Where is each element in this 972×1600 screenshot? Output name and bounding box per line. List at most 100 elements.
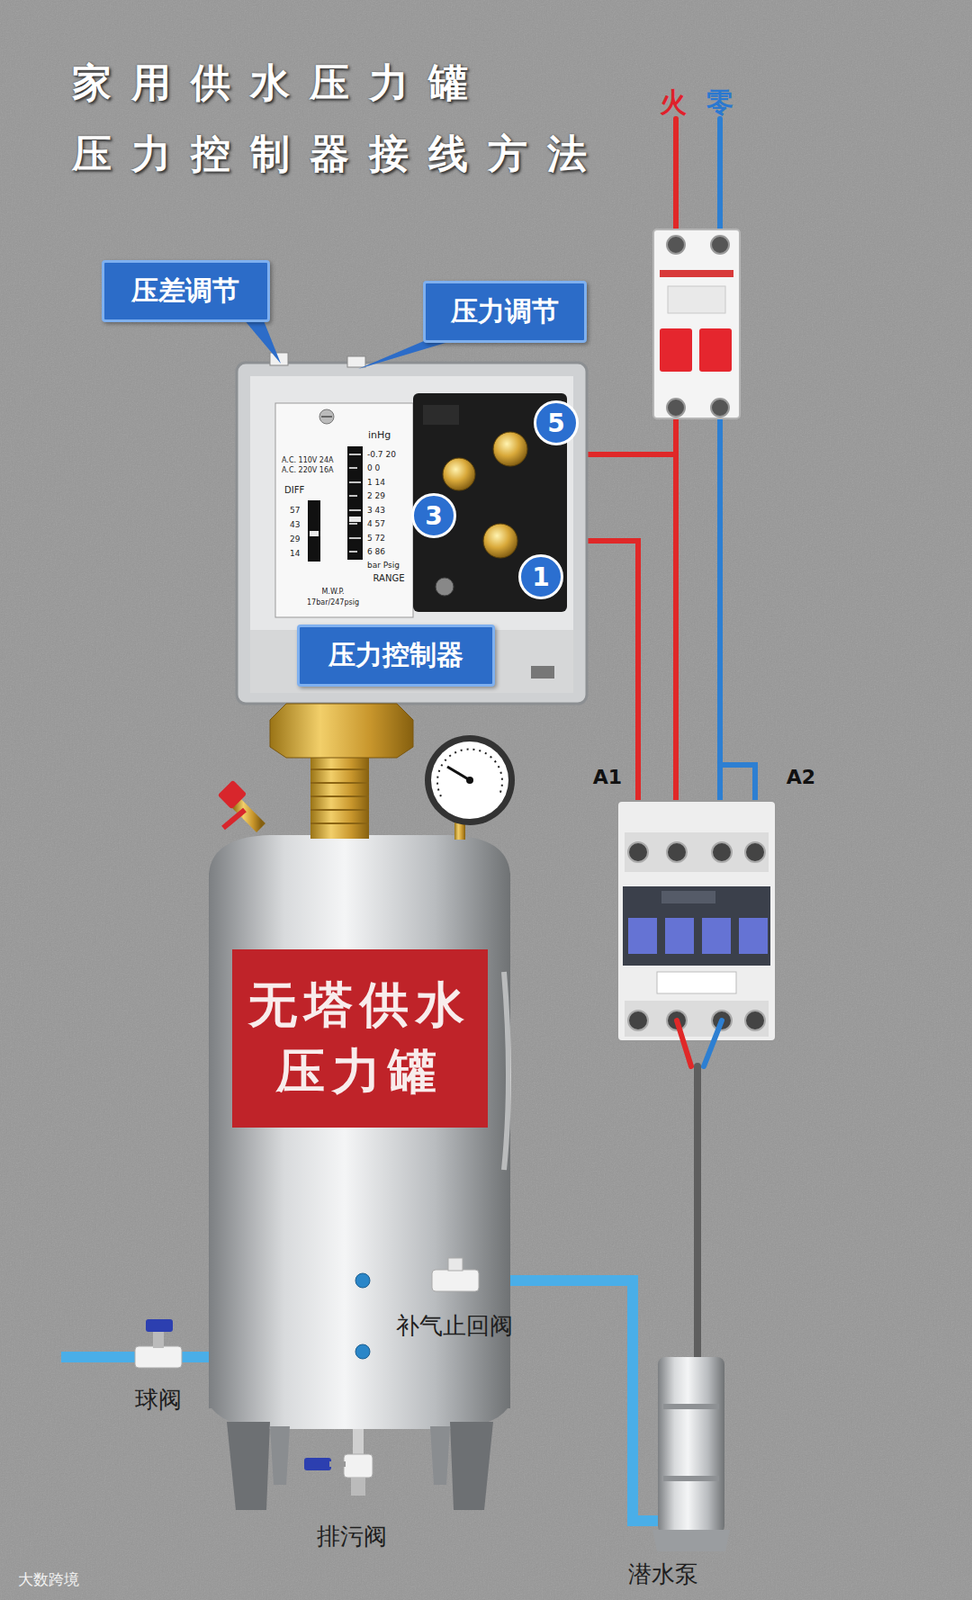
circuit-breaker-part bbox=[653, 229, 740, 419]
pressure-switch-part-part bbox=[349, 454, 361, 552]
valves-part bbox=[135, 1346, 182, 1368]
label: 57 bbox=[289, 505, 300, 515]
tank-fittings-part bbox=[223, 810, 245, 828]
tank-fittings-part bbox=[466, 776, 474, 784]
node-text: 3 bbox=[424, 501, 442, 531]
pressure-tank-part bbox=[430, 1426, 450, 1485]
pressure-switch-part bbox=[435, 577, 454, 596]
contactor-part bbox=[617, 801, 776, 1042]
node-text: 压力调节 bbox=[450, 293, 559, 331]
label: bar Psig bbox=[367, 560, 400, 570]
pressure-switch-part bbox=[493, 432, 528, 467]
label: 球阀 bbox=[135, 1386, 182, 1414]
tank-fittings-part bbox=[310, 769, 369, 824]
pressure-switch-part bbox=[349, 454, 361, 552]
tank-fittings-part bbox=[270, 703, 414, 758]
label: 大数跨境 bbox=[18, 1571, 80, 1590]
tank-fittings-part bbox=[310, 756, 369, 839]
callout-box: 压力控制器 bbox=[297, 624, 495, 687]
pump-cable-part bbox=[676, 1020, 692, 1067]
label: 2 29 bbox=[367, 491, 386, 501]
node-text: 5 bbox=[547, 408, 565, 439]
submersible-pump-part bbox=[652, 1530, 730, 1552]
valves-part bbox=[448, 1258, 463, 1271]
contactor-part bbox=[666, 842, 687, 863]
mains-wires-part bbox=[717, 118, 723, 245]
circuit-breaker-part bbox=[666, 398, 685, 417]
label: 4 57 bbox=[367, 519, 386, 529]
mains-wires-part bbox=[717, 407, 723, 853]
valves-part bbox=[304, 1458, 332, 1471]
pump-cable-part bbox=[703, 1020, 722, 1067]
contactor-part bbox=[661, 891, 716, 904]
node-text: 压力控制器 bbox=[328, 637, 464, 675]
callout-number: 1 bbox=[518, 554, 564, 600]
contactor bbox=[617, 801, 776, 1042]
label: 补气止回阀 bbox=[396, 1313, 513, 1341]
label: 5 72 bbox=[367, 533, 386, 543]
pressure-tank-part bbox=[226, 1422, 270, 1511]
contactor-part bbox=[745, 1010, 765, 1031]
circuit-breaker-part bbox=[699, 328, 732, 372]
pressure-switch-part bbox=[309, 531, 319, 537]
mains-wires-part bbox=[673, 407, 679, 853]
node-text: 压差调节 bbox=[131, 272, 240, 310]
contactor-part bbox=[745, 842, 765, 863]
label: M.W.P. bbox=[321, 587, 344, 596]
pressure-tank-part bbox=[270, 1426, 290, 1485]
label: A1 bbox=[593, 765, 622, 789]
pressure-switch bbox=[236, 352, 587, 704]
pressure-tank-part bbox=[208, 835, 511, 878]
label: 29 bbox=[289, 534, 300, 544]
circuit-breaker-part bbox=[667, 286, 726, 314]
label: DIFF bbox=[284, 485, 305, 496]
title: 家用供水压力罐 压力控制器接线方法 bbox=[72, 46, 666, 189]
callout-pointers-part bbox=[358, 338, 455, 369]
pressure-tank bbox=[208, 835, 511, 1511]
submersible-pump-part bbox=[663, 1476, 720, 1482]
tank-fittings bbox=[217, 703, 515, 840]
pressure-switch-part bbox=[483, 523, 518, 558]
valves-part bbox=[329, 1461, 346, 1467]
label: 14 bbox=[289, 549, 300, 558]
contactor-part bbox=[628, 842, 648, 863]
valves-part bbox=[432, 1269, 479, 1292]
circuit-breaker-part bbox=[711, 235, 729, 254]
pressure-tank-part bbox=[355, 1344, 370, 1359]
circuit-breaker bbox=[653, 229, 740, 419]
contactor-part bbox=[738, 918, 768, 954]
valves-part bbox=[145, 1319, 173, 1332]
submersible-pump-part bbox=[663, 1404, 720, 1410]
label: 排污阀 bbox=[316, 1523, 387, 1551]
contactor-part bbox=[628, 918, 657, 954]
circuit-breaker-part bbox=[659, 270, 734, 278]
pressure-switch-part bbox=[347, 356, 366, 368]
label: 17bar/247psig bbox=[306, 598, 360, 607]
tank-fittings-part bbox=[447, 766, 470, 781]
label: 43 bbox=[289, 520, 300, 530]
label: RANGE bbox=[373, 573, 405, 585]
label: 3 43 bbox=[367, 505, 386, 515]
pressure-tank-part bbox=[450, 1422, 494, 1511]
pump-cable bbox=[676, 1020, 722, 1361]
pressure-switch-part bbox=[442, 458, 476, 491]
pressure-switch-part bbox=[423, 405, 459, 425]
contactor-part bbox=[628, 1010, 648, 1031]
callout-pointers-part bbox=[243, 318, 281, 364]
tank-fittings-part bbox=[424, 735, 515, 826]
contactor-part bbox=[622, 886, 771, 966]
label: 火 bbox=[659, 87, 687, 119]
valves-part bbox=[153, 1330, 164, 1349]
circuit-breaker-part bbox=[666, 235, 685, 254]
pressure-switch-part bbox=[275, 403, 414, 618]
label: 1 14 bbox=[367, 477, 386, 487]
pump-cable-part bbox=[693, 1066, 702, 1361]
callout-number: 5 bbox=[533, 400, 579, 446]
tank-fittings-part bbox=[217, 780, 248, 810]
label: 零 bbox=[706, 87, 734, 119]
label: A2 bbox=[786, 765, 816, 789]
